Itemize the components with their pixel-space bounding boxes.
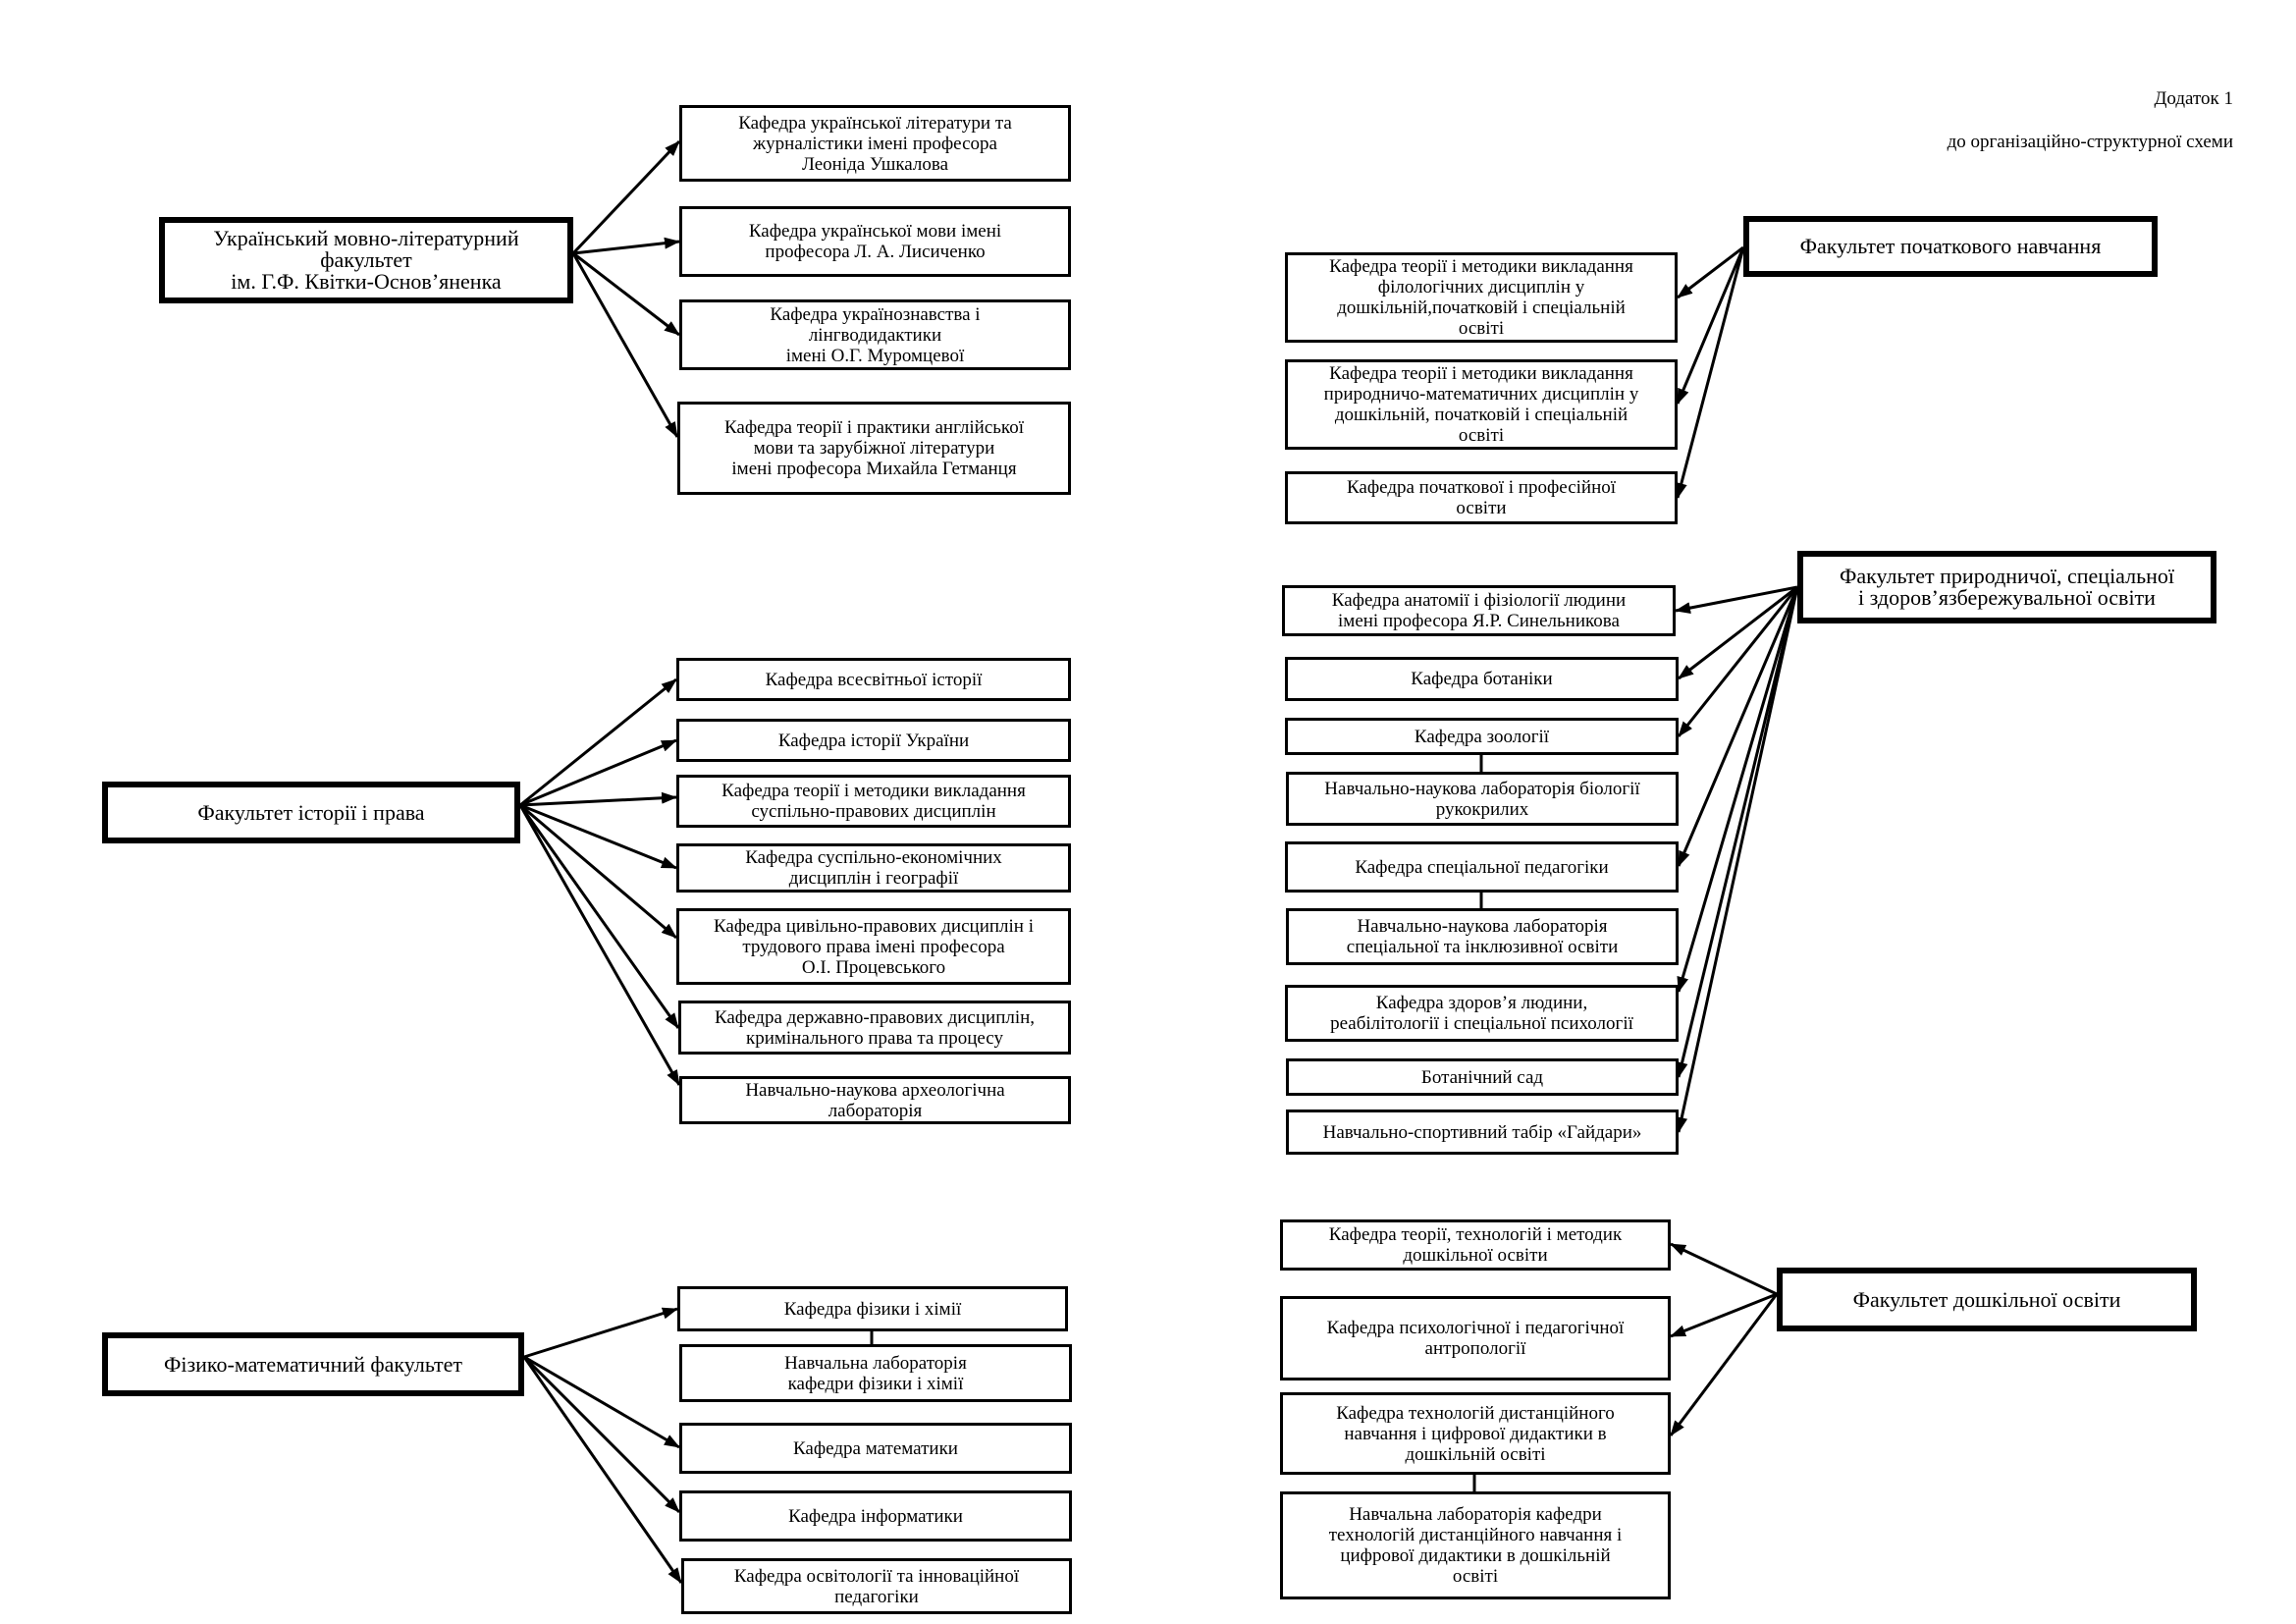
dept-human-anatomy-physiology: Кафедра анатомії і фізіології людини іме… [1282, 585, 1676, 636]
faculty-primary-education: Факультет початкового навчання [1743, 216, 2158, 277]
lab-chiroptera-biology: Навчально-наукова лабораторія біології р… [1286, 772, 1679, 826]
arrow-connector [519, 677, 677, 807]
arrow-connector [1678, 585, 1798, 680]
dept-socio-economic-geography: Кафедра суспільно-економічних дисциплін … [676, 843, 1071, 893]
dept-english-foreign-literature: Кафедра теорії і практики англійської мо… [677, 402, 1071, 495]
dept-world-history: Кафедра всесвітньої історії [676, 658, 1071, 701]
arrow-connector [571, 252, 679, 438]
arrow-connector [571, 139, 681, 255]
arrow-connector [518, 804, 681, 1086]
arrow-connector [1670, 1292, 1778, 1338]
arrow-connector [518, 804, 680, 1029]
arrow-connector [522, 1356, 683, 1584]
faculty-ukrainian-language-literature: Український мовно-літературний факультет… [159, 217, 573, 303]
dept-social-legal-methods: Кафедра теорії і методики викладання сус… [676, 775, 1071, 828]
arrow-connector [1675, 585, 1798, 615]
arrow-connector [523, 1307, 678, 1359]
arrow-connector [1677, 586, 1799, 993]
dept-ukrainian-studies-linguodidactics: Кафедра українознавства і лінгводидактик… [679, 299, 1071, 370]
dept-primary-professional-education: Кафедра початкової і професійної освіти [1285, 471, 1678, 524]
arrow-connector [519, 791, 677, 807]
faculty-history-law: Факультет історії і права [102, 782, 520, 843]
faculty-natural-special-health: Факультет природничої, спеціальної і здо… [1797, 551, 2216, 623]
arrow-connector [1670, 1242, 1778, 1296]
arrow-connector [519, 803, 677, 870]
dept-distance-learning-digital-didactics: Кафедра технологій дистанційного навчанн… [1280, 1392, 1671, 1475]
lab-physics-chemistry: Навчальна лабораторія кафедри фізики і х… [679, 1344, 1072, 1402]
dept-preschool-theory-technologies: Кафедра теорії, технологій і методик дош… [1280, 1219, 1671, 1271]
botanical-garden: Ботанічний сад [1286, 1058, 1679, 1096]
appendix-title: Додаток 1 [2154, 88, 2233, 109]
arrow-connector [1676, 586, 1799, 1133]
faculty-preschool-education: Факультет дошкільної освіти [1777, 1268, 2197, 1331]
dept-ukrainian-language: Кафедра української мови імені професора… [679, 206, 1071, 277]
arrow-connector [572, 237, 680, 255]
dept-ukrainian-literature-journalism: Кафедра української літератури та журнал… [679, 105, 1071, 182]
arrow-connector [1676, 586, 1799, 1078]
dept-botany: Кафедра ботаніки [1285, 657, 1679, 701]
arrow-connector [1677, 586, 1799, 737]
arrow-connector [519, 738, 677, 807]
appendix-note: Додаток 1 до організаційно-структурної с… [1948, 67, 2233, 175]
arrow-connector [1676, 246, 1745, 499]
dept-civil-labour-law: Кафедра цивільно-правових дисциплін і тр… [676, 908, 1071, 985]
arrow-connector [1677, 586, 1799, 867]
lab-archaeology: Навчально-наукова археологічна лаборатор… [679, 1076, 1071, 1124]
dept-zoology: Кафедра зоології [1285, 718, 1679, 755]
dept-mathematics: Кафедра математики [679, 1423, 1072, 1474]
lab-special-inclusive-education: Навчально-наукова лабораторія спеціально… [1286, 908, 1679, 965]
arrow-connector [519, 803, 677, 940]
dept-educology-innovative-pedagogy: Кафедра освітології та інноваційної педа… [681, 1558, 1072, 1614]
arrow-connector [1669, 1293, 1779, 1436]
dept-natural-math-methods: Кафедра теорії і методики викладання при… [1285, 359, 1678, 450]
lab-distance-learning-digital-didactics: Навчальна лабораторія кафедри технологій… [1280, 1491, 1671, 1599]
dept-state-law-criminal: Кафедра державно-правових дисциплін, кри… [678, 1001, 1071, 1055]
sports-camp-haidary: Навчально-спортивний табір «Гайдари» [1286, 1110, 1679, 1155]
arrow-connector [1677, 245, 1744, 299]
arrow-connector [1676, 246, 1745, 405]
dept-informatics: Кафедра інформатики [679, 1490, 1072, 1542]
arrow-connector [522, 1355, 681, 1514]
appendix-subtitle: до організаційно-структурної схеми [1947, 132, 2233, 152]
dept-psychological-pedagogical-anthropology: Кафедра психологічної і педагогічної ант… [1280, 1296, 1671, 1380]
dept-physics-chemistry: Кафедра фізики і хімії [677, 1286, 1068, 1331]
dept-history-ukraine: Кафедра історії України [676, 719, 1071, 762]
arrow-connector [572, 251, 680, 337]
dept-human-health-rehabilitation: Кафедра здоров’я людини, реабілітології … [1285, 985, 1679, 1042]
faculty-physics-mathematics: Фізико-математичний факультет [102, 1332, 524, 1396]
dept-philology-methods: Кафедра теорії і методики викладання філ… [1285, 252, 1678, 343]
arrow-connector [523, 1355, 680, 1449]
dept-special-pedagogy: Кафедра спеціальної педагогіки [1285, 841, 1679, 893]
